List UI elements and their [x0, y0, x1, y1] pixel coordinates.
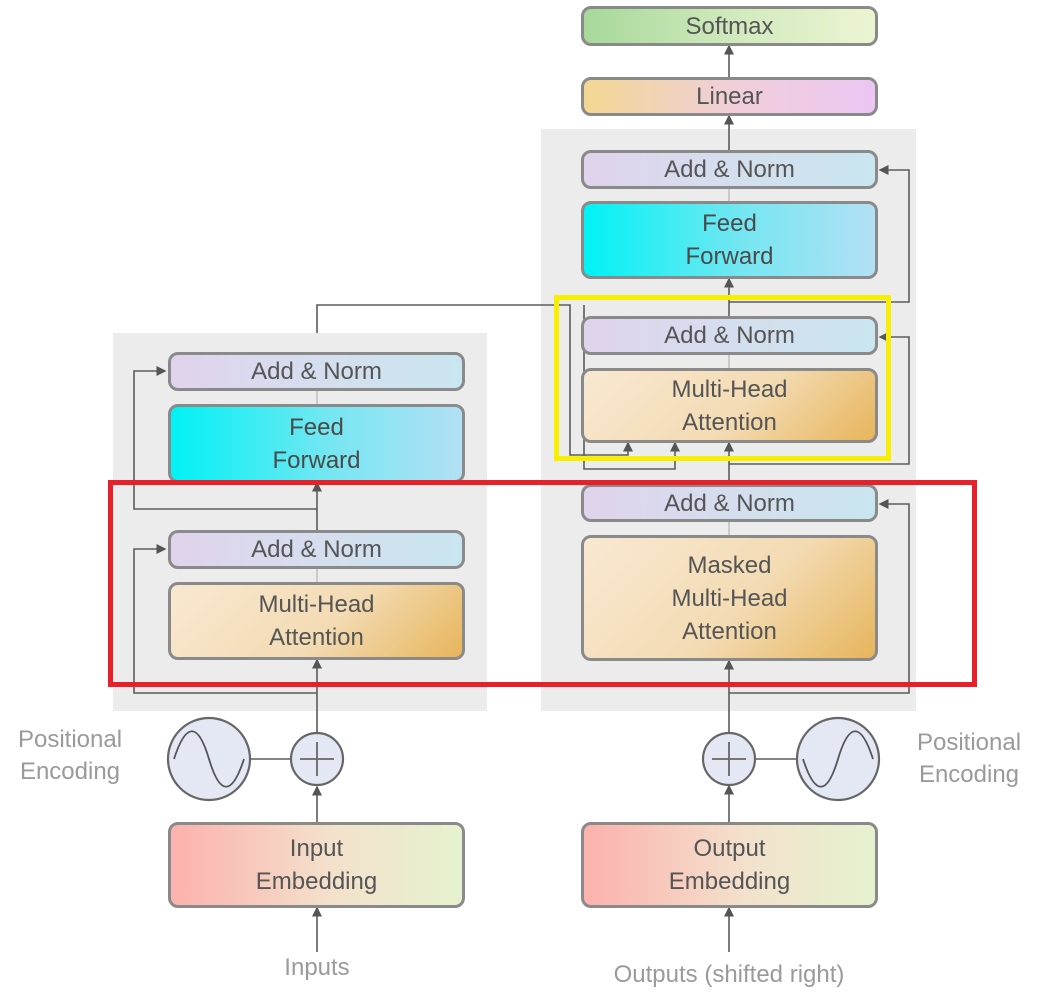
encoder-add-icon	[289, 731, 345, 787]
wire-residual-cross	[729, 332, 910, 465]
outputs-shifted-right-label: Outputs (shifted right)	[613, 961, 845, 988]
decoder-feed-forward: Feed Forward	[581, 201, 878, 279]
inputs-label: Inputs	[284, 954, 350, 981]
encoder-multi-head-attention: Multi-Head Attention	[168, 582, 465, 660]
decoder-masked-attention: Masked Multi-Head Attention	[581, 535, 878, 661]
decoder-cross-attention: Multi-Head Attention	[581, 368, 878, 443]
softmax-block: Softmax	[581, 6, 878, 46]
decoder-positional-encoding-label: Positional Encoding	[916, 729, 1022, 788]
yellow-highlight-box	[554, 295, 891, 461]
wire-enc-residual-attn	[133, 544, 317, 694]
encoder-add-norm-bottom: Add & Norm	[168, 530, 465, 569]
decoder-add-norm-bottom: Add & Norm	[581, 484, 878, 522]
encoder-sine-wave-icon	[166, 716, 252, 802]
red-highlight-box	[108, 480, 977, 687]
wire-residual-masked	[729, 499, 910, 694]
wire-enc-residual-ff	[133, 366, 317, 510]
linear-block: Linear	[581, 77, 878, 116]
input-embedding-block: Input Embedding	[168, 822, 465, 908]
decoder-sine-wave-icon	[795, 716, 881, 802]
decoder-add-norm-middle: Add & Norm	[581, 316, 878, 355]
encoder-add-norm-top: Add & Norm	[168, 352, 465, 391]
decoder-add-icon	[701, 731, 757, 787]
decoder-add-norm-top: Add & Norm	[581, 150, 878, 189]
encoder-feed-forward: Feed Forward	[168, 404, 465, 483]
wire-residual-ff	[729, 165, 910, 303]
wire-encoder-kv-1	[316, 304, 633, 456]
output-embedding-block: Output Embedding	[581, 822, 878, 908]
encoder-positional-encoding-label: Positional Encoding	[17, 726, 123, 785]
